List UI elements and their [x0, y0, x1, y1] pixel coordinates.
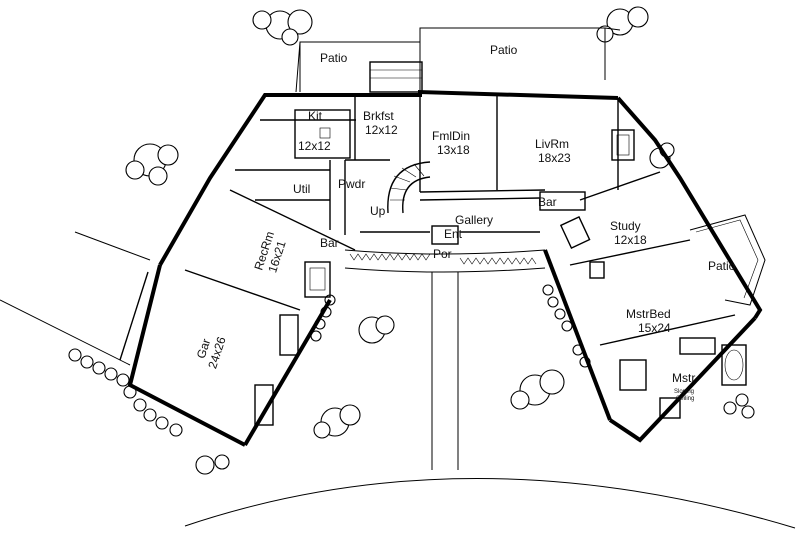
tree-center-left: [358, 315, 395, 344]
master-bed-size: 15x24: [638, 321, 671, 335]
family-dining-label: FmlDin: [432, 129, 470, 143]
patio-top-label: Patio: [490, 43, 518, 57]
driveway: [0, 231, 151, 366]
patio-left-label: Patio: [320, 51, 348, 65]
kitchen-size: 12x12: [298, 139, 331, 153]
utility-label: Util: [293, 182, 310, 196]
tree-left: [125, 143, 179, 186]
gallery-label: Gallery: [455, 213, 493, 227]
family-dining-size: 13x18: [437, 143, 470, 157]
patio-right-label: Patio: [708, 259, 736, 273]
breakfast-bay: [369, 61, 423, 93]
entry-label: Ent: [444, 227, 463, 241]
kitchen-label: Kit: [308, 109, 323, 123]
tree-top-right: [596, 6, 649, 43]
porch-label: Por: [433, 247, 452, 261]
breakfast-size: 12x12: [365, 123, 398, 137]
landscape-trees: [125, 6, 675, 475]
ceiling-note-line2: Ceiling: [676, 396, 694, 402]
patio-right-outline: [689, 214, 766, 306]
study-label: Study: [610, 219, 641, 233]
tree-bottom-left: [195, 454, 230, 475]
front-planter: [344, 249, 546, 273]
room-labels: Patio Patio Patio Kit 12x12 Brkfst 12x12…: [194, 43, 736, 402]
garage-label: Gar: [194, 337, 213, 360]
powder-label: Pwdr: [338, 177, 365, 191]
tree-center-bottom: [313, 404, 361, 439]
interior-walls: [119, 95, 747, 426]
study-size: 12x18: [614, 233, 647, 247]
master-bath-label: Mstr: [672, 371, 695, 385]
bar-left-label: Bar: [320, 236, 339, 250]
living-room-label: LivRm: [535, 137, 569, 151]
up-stair-label: Up: [370, 204, 386, 218]
living-room-size: 18x23: [538, 151, 571, 165]
master-bed-label: MstrBed: [626, 307, 671, 321]
tree-top-left: [252, 9, 313, 46]
breakfast-label: Brkfst: [363, 109, 394, 123]
tree-bottom-right: [510, 369, 565, 410]
lot-arc: [184, 478, 796, 529]
ceiling-note-line1: Sloping: [674, 389, 694, 395]
shrubs: [68, 284, 755, 437]
exterior-walls: [127, 89, 763, 447]
bar-right-label: Bar: [538, 195, 557, 209]
front-walk: [431, 272, 459, 470]
